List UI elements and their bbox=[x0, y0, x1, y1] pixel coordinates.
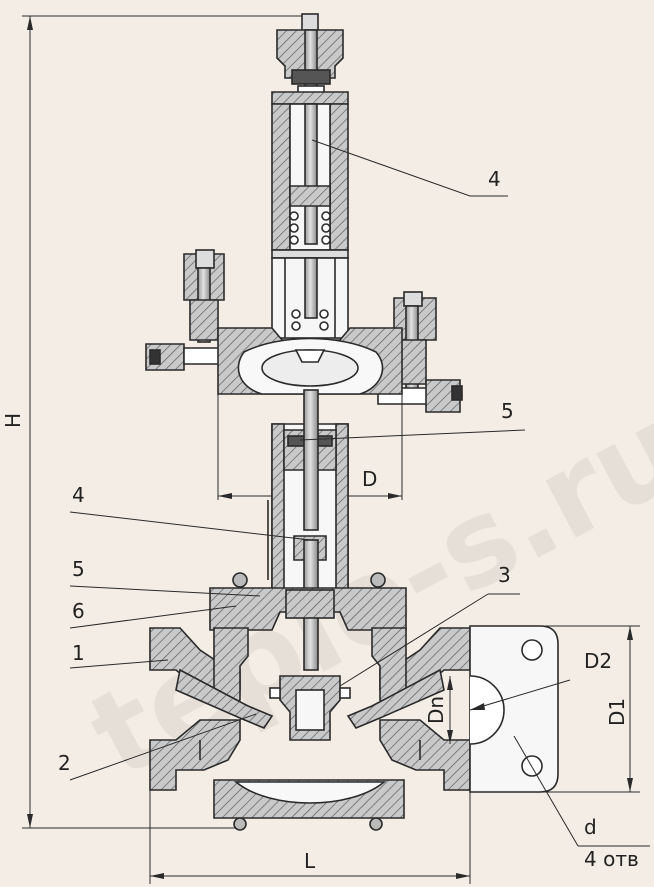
callout-leaders bbox=[69, 139, 526, 781]
callout-4-top: 4 bbox=[488, 167, 501, 191]
label-holes: 4 отв bbox=[584, 847, 639, 871]
yoke bbox=[271, 257, 349, 339]
callout-1: 1 bbox=[72, 641, 85, 665]
dimension-l bbox=[149, 790, 471, 884]
label-dn: Dn bbox=[424, 696, 448, 724]
dimension-d1 bbox=[470, 625, 640, 793]
callout-4-mid: 4 bbox=[72, 483, 85, 507]
label-h: H bbox=[1, 413, 25, 428]
callout-6: 6 bbox=[72, 599, 85, 623]
callout-3: 3 bbox=[498, 563, 511, 587]
callout-2: 2 bbox=[58, 751, 71, 775]
dimension-h bbox=[22, 15, 310, 829]
hole-leader bbox=[513, 735, 650, 847]
actuator-cap bbox=[271, 13, 349, 259]
d2-leader bbox=[469, 679, 571, 711]
label-hole-d: d bbox=[584, 815, 597, 839]
label-d: D bbox=[362, 467, 377, 491]
right-fitting bbox=[377, 291, 463, 413]
valve-body bbox=[149, 627, 471, 831]
left-fitting bbox=[145, 249, 273, 371]
callout-5-right: 5 bbox=[501, 399, 514, 423]
label-l: L bbox=[304, 849, 316, 873]
callout-5-left: 5 bbox=[72, 557, 85, 581]
label-d2: D2 bbox=[584, 649, 612, 673]
label-d1: D1 bbox=[605, 698, 629, 726]
diaphragm-housing bbox=[217, 327, 403, 395]
body-flange bbox=[209, 572, 407, 631]
bonnet bbox=[267, 389, 349, 671]
dimension-dn bbox=[447, 676, 453, 744]
